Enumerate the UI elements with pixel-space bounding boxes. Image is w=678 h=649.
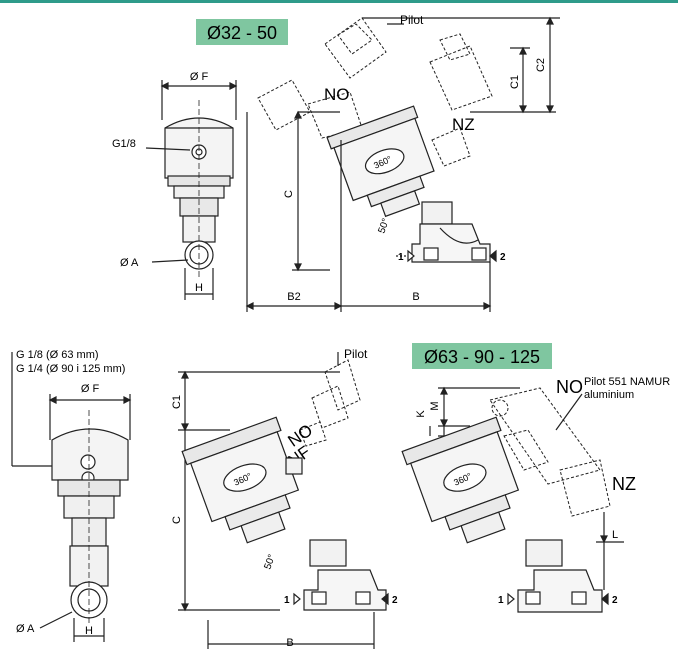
top-front-port-label: G1/8 bbox=[112, 138, 136, 150]
top-side-nz-label: NZ bbox=[452, 115, 475, 134]
bottom-middle-view: Pilot NO NF C1 C 360° bbox=[171, 347, 398, 649]
top-front-dim-f: Ø F bbox=[190, 71, 209, 83]
bottom-right-no-label: NO bbox=[556, 377, 583, 397]
bottom-right-port2: 2 bbox=[612, 595, 618, 606]
top-side-dim-c2: C2 bbox=[535, 58, 547, 72]
bottom-front-port-line2: G 1/4 (Ø 90 i 125 mm) bbox=[16, 363, 125, 375]
bottom-middle-port1: 1 bbox=[284, 595, 290, 606]
bottom-front-dim-f: Ø F bbox=[81, 383, 100, 395]
top-front-dim-a: Ø A bbox=[120, 257, 139, 269]
bottom-front-dim-a: Ø A bbox=[16, 623, 35, 635]
top-side-angle: 50° bbox=[376, 217, 392, 235]
bottom-right-dim-m: M bbox=[429, 401, 441, 410]
top-side-pilot-label: Pilot bbox=[400, 13, 424, 27]
size-badge-top: Ø32 - 50 bbox=[196, 19, 288, 45]
top-front-view: Ø F G1/8 Ø A H bbox=[112, 71, 238, 300]
bottom-right-pilot-line1: Pilot 551 NAMUR bbox=[584, 376, 670, 388]
bottom-right-dim-k: K bbox=[415, 410, 427, 418]
top-side-no-label: NO bbox=[324, 85, 350, 104]
bottom-front-port-line1: G 1/8 (Ø 63 mm) bbox=[16, 349, 99, 361]
bottom-front-dim-h: H bbox=[85, 625, 93, 637]
top-side-dim-c1: C1 bbox=[509, 75, 521, 89]
size-badge-bottom-label: Ø63 - 90 - 125 bbox=[424, 347, 540, 367]
bottom-front-view: G 1/8 (Ø 63 mm) G 1/4 (Ø 90 i 125 mm) Ø … bbox=[11, 349, 132, 642]
top-front-dim-h: H bbox=[195, 282, 203, 294]
size-badge-top-label: Ø32 - 50 bbox=[207, 23, 277, 43]
top-side-view: Pilot NO NZ C1 C2 360° bbox=[245, 13, 560, 312]
top-side-dim-c: C bbox=[283, 190, 295, 198]
bottom-right-view: Ø63 - 90 - 125 NO Pilot 551 NAMUR alumin… bbox=[401, 343, 670, 613]
top-side-port1: 1 bbox=[398, 252, 404, 263]
bottom-right-port1: 1 bbox=[498, 595, 504, 606]
bottom-middle-dim-b: B bbox=[286, 637, 293, 649]
top-side-dim-b: B bbox=[412, 291, 419, 303]
top-side-port2: 2 bbox=[500, 252, 506, 263]
bottom-middle-angle: 50° bbox=[262, 553, 278, 571]
bottom-middle-port2: 2 bbox=[392, 595, 398, 606]
bottom-middle-pilot-label: Pilot bbox=[344, 347, 368, 361]
bottom-middle-dim-c: C bbox=[171, 516, 183, 524]
accent-bar bbox=[0, 0, 678, 3]
top-side-dim-b2: B2 bbox=[287, 291, 300, 303]
bottom-middle-dim-c1: C1 bbox=[171, 395, 183, 409]
bottom-right-nz-label: NZ bbox=[612, 474, 636, 494]
bottom-right-pilot-line2: aluminium bbox=[584, 389, 634, 401]
bottom-right-dim-l: L bbox=[612, 529, 618, 541]
